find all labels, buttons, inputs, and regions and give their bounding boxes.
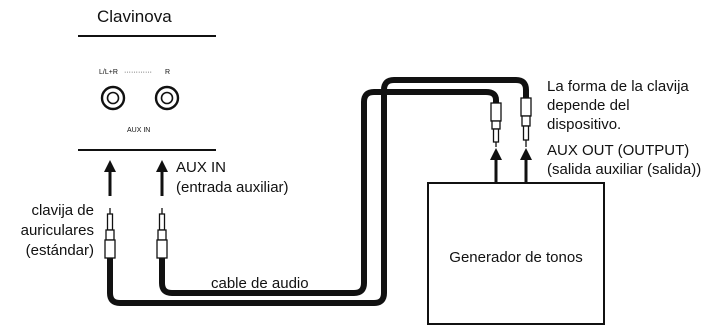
jack-right-label: R	[165, 69, 170, 76]
audio-cable	[107, 77, 529, 306]
device-name: Clavinova	[97, 7, 172, 26]
aux-out-sub-label: (salida auxiliar (salida))	[547, 161, 701, 178]
output-plug-right	[520, 97, 532, 147]
aux-in-jack-right[interactable]	[154, 85, 180, 111]
plug-type-line2: auriculares	[21, 222, 94, 239]
cable-label: cable de audio	[211, 275, 309, 292]
headphone-plug-right	[156, 208, 168, 259]
plug-note-line2: depende del	[547, 97, 630, 114]
aux-in-sub-label: (entrada auxiliar)	[176, 179, 289, 196]
tone-generator-label: Generador de tonos	[449, 249, 582, 266]
headphone-plug-left	[104, 208, 116, 259]
plug-note-line1: La forma de la clavija	[547, 78, 689, 95]
jack-dots: ············	[124, 69, 152, 76]
jack-left-label: L/L+R	[99, 69, 118, 76]
aux-in-jack-left[interactable]	[100, 85, 126, 111]
plug-type-line1: clavija de	[31, 202, 94, 219]
panel-aux-in-label: AUX IN	[127, 127, 150, 134]
aux-out-label: AUX OUT (OUTPUT)	[547, 142, 689, 159]
plug-note-line3: dispositivo.	[547, 116, 621, 133]
tone-generator-box	[427, 182, 605, 325]
aux-in-label: AUX IN	[176, 159, 226, 176]
clavinova-panel: Clavinova L/L+R ············ R AUX IN	[78, 7, 216, 151]
plug-type-line3: (estándar)	[26, 242, 94, 259]
output-plug-left	[490, 102, 502, 147]
